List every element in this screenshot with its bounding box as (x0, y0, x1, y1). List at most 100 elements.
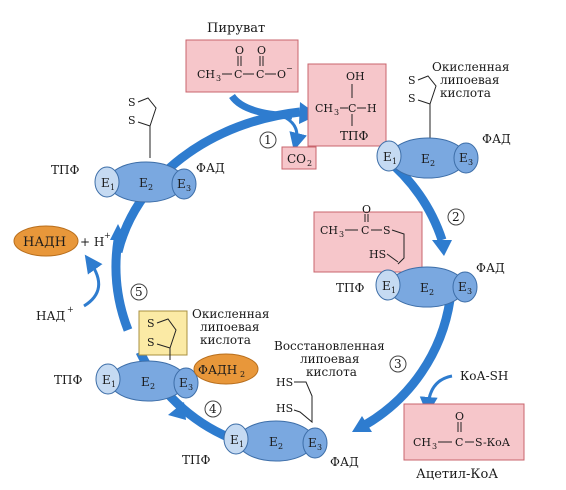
svg-text:1: 1 (391, 286, 396, 295)
svg-text:S: S (147, 336, 155, 349)
step-5: 5 (135, 285, 143, 299)
oxidized-lipoate-bottom-l3: кислота (200, 333, 251, 347)
svg-text:E: E (139, 176, 148, 190)
svg-text:E: E (382, 279, 391, 293)
reduced-lipoate-l3: кислота (306, 365, 357, 379)
svg-text:E: E (458, 280, 467, 294)
svg-text:S: S (147, 317, 155, 330)
reduced-lipoate-l1: Восстановленная (274, 339, 385, 353)
co2-box (281, 146, 317, 170)
coa-sh-label: КоА-SH (460, 369, 508, 383)
svg-text:HS: HS (369, 248, 386, 261)
svg-text:3: 3 (216, 74, 221, 83)
svg-text:1: 1 (392, 157, 397, 166)
svg-text:E: E (177, 177, 186, 191)
svg-text:S: S (128, 96, 136, 109)
svg-text:2: 2 (307, 159, 312, 168)
svg-text:3: 3 (432, 442, 437, 451)
oxidized-lipoate-top-l2: липоевая (440, 73, 499, 87)
oxidized-lipoate-bottom-l1: Окисленная (192, 307, 270, 321)
svg-text:C: C (348, 102, 356, 115)
svg-text:E: E (179, 376, 188, 390)
hydroxyethyl-tpp-box (307, 63, 387, 147)
svg-text:H: H (367, 102, 377, 115)
svg-text:S: S (383, 224, 391, 237)
svg-text:S: S (128, 114, 136, 127)
svg-text:1: 1 (111, 380, 116, 389)
step-markers (130, 131, 465, 418)
reduced-lipoate-l2: липоевая (300, 352, 359, 366)
lipoyl-ring-top-left: S S (128, 96, 157, 158)
tpp-label-top-left: ТПФ (51, 163, 79, 177)
svg-text:ТПФ: ТПФ (340, 129, 368, 143)
svg-text:OH: OH (346, 70, 365, 83)
svg-text:3: 3 (188, 383, 193, 392)
fad-label-top-left: ФАД (196, 161, 225, 175)
svg-text:O: O (257, 44, 266, 57)
tpp-label-bottom: ТПФ (182, 453, 210, 467)
nadh-pill (13, 225, 79, 257)
svg-text:2: 2 (278, 442, 283, 451)
svg-text:+: + (67, 305, 74, 314)
svg-text:−: − (286, 64, 293, 73)
svg-text:CH: CH (197, 68, 215, 81)
acetyl-coa-structure: O CH 3 C S-КоА (413, 410, 511, 451)
svg-text:3: 3 (467, 287, 472, 296)
svg-text:O: O (235, 44, 244, 57)
svg-text:S: S (408, 92, 416, 105)
nad-to-nadh-arrow (83, 254, 103, 308)
svg-text:2: 2 (240, 370, 245, 379)
hydroxyethyl-tpp-structure: OH CH 3 C H ТПФ (315, 70, 377, 143)
svg-text:S: S (408, 74, 416, 87)
oxidized-lipoate-bottom-l2: липоевая (200, 320, 259, 334)
oxidized-lipoate-top-l1: Окисленная (432, 60, 510, 74)
svg-text:2: 2 (150, 382, 155, 391)
svg-text:HS: HS (276, 402, 293, 415)
svg-text:CH: CH (413, 436, 431, 449)
svg-text:CH: CH (320, 224, 338, 237)
svg-text:1: 1 (110, 183, 115, 192)
pyruvate-box (185, 39, 299, 93)
svg-text:3: 3 (334, 108, 339, 117)
svg-text:1: 1 (239, 440, 244, 449)
svg-text:2: 2 (429, 288, 434, 297)
co2-label: CO (287, 152, 306, 166)
svg-text:E: E (141, 375, 150, 389)
svg-text:O: O (455, 410, 464, 423)
fad-label-bottom: ФАД (330, 455, 359, 469)
tpp-label-bottom-left: ТПФ (54, 373, 82, 387)
svg-text:E: E (459, 151, 468, 165)
h-plus-label: + H (80, 235, 104, 249)
oxidized-lipoate-top-l3: кислота (440, 86, 491, 100)
step-2: 2 (452, 210, 460, 224)
co2-release-arrow (285, 116, 307, 151)
svg-text:E: E (269, 435, 278, 449)
svg-text:HS: HS (276, 376, 293, 389)
svg-text:2: 2 (148, 183, 153, 192)
fad-label-middle-right: ФАД (476, 261, 505, 275)
svg-text:C: C (234, 68, 242, 81)
svg-text:3: 3 (339, 230, 344, 239)
acetyl-coa-box (403, 403, 525, 461)
svg-text:O: O (362, 203, 371, 216)
fadh2-label: ФАДН (198, 363, 237, 377)
svg-text:E: E (420, 281, 429, 295)
pyruvate-inflow-arrow (229, 93, 293, 120)
svg-text:E: E (101, 176, 110, 190)
fad-label-top-right: ФАД (482, 132, 511, 146)
tpp-label-middle-right: ТПФ (336, 281, 364, 295)
svg-text:S-КоА: S-КоА (475, 436, 511, 449)
svg-text:2: 2 (430, 159, 435, 168)
svg-text:+: + (104, 231, 111, 240)
acetyl-lipoamide-structure: O CH 3 C S HS (320, 203, 405, 265)
lipoyl-ring-top-right: S S (408, 74, 437, 140)
nadh-label: НАДН (23, 235, 66, 250)
nad-label: НАД (36, 309, 66, 323)
svg-text:C: C (361, 224, 369, 237)
oxidized-lipoate-box (138, 310, 188, 356)
